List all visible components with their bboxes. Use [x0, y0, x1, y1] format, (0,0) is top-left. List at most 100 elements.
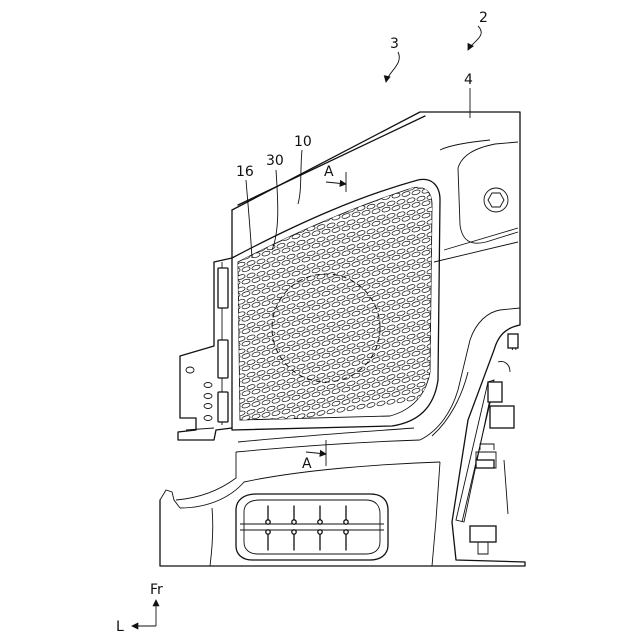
grille-hole	[441, 370, 450, 377]
grille-hole	[396, 335, 405, 342]
grille-hole	[301, 182, 310, 189]
section-mark-upper: A	[324, 164, 334, 180]
grille-hole	[241, 291, 250, 298]
grille-hole	[261, 412, 270, 419]
grille-hole	[301, 318, 310, 325]
grille-hole	[391, 205, 400, 212]
grille-hole	[256, 258, 265, 265]
grille-hole	[356, 379, 365, 386]
grille-hole	[436, 267, 445, 274]
grille-hole	[406, 358, 415, 365]
grille-hole	[391, 267, 400, 274]
grille-hole	[356, 304, 365, 311]
grille-hole	[341, 300, 350, 307]
grille-hole	[291, 184, 300, 191]
grille-hole	[351, 162, 360, 169]
grille-hole	[371, 282, 380, 289]
grille-hole	[376, 351, 385, 358]
grille-hole	[346, 318, 355, 325]
grille-hole	[381, 368, 390, 375]
grille-hole	[426, 206, 435, 213]
grille-hole	[416, 257, 425, 264]
grille-hole	[386, 299, 395, 306]
grille-hole	[251, 302, 260, 309]
grille-hole	[306, 362, 315, 369]
grille-hole	[236, 373, 245, 380]
grille-hole	[421, 225, 430, 232]
grille-hole	[371, 357, 380, 364]
grille-hole	[246, 309, 255, 316]
grille-hole	[421, 349, 430, 356]
grille-hole	[436, 391, 445, 398]
grille-hole	[336, 283, 345, 290]
grille-hole	[321, 228, 330, 235]
grille-hole	[371, 220, 380, 227]
grille-hole	[396, 236, 405, 243]
grille-hole	[241, 353, 250, 360]
grille-hole	[421, 361, 430, 368]
grille-hole	[401, 377, 410, 384]
reference-16: 16	[236, 164, 254, 180]
grille-hole	[441, 184, 450, 191]
grille-hole	[366, 179, 375, 186]
grille-hole	[321, 365, 330, 372]
grille-hole	[271, 199, 280, 206]
grille-hole	[411, 264, 420, 271]
grille-hole	[311, 205, 320, 212]
grille-hole	[236, 423, 245, 430]
grille-hole	[296, 239, 305, 246]
grille-hole	[281, 260, 290, 267]
grille-hole	[256, 184, 265, 191]
grille-hole	[236, 187, 245, 194]
grille-hole	[311, 230, 320, 237]
grille-hole	[356, 242, 365, 249]
grille-hole	[356, 354, 365, 361]
grille-hole	[286, 291, 295, 298]
grille-hole	[301, 368, 310, 375]
grille-hole	[326, 197, 335, 204]
orientation-left-label: L	[116, 619, 124, 635]
grille-hole	[356, 317, 365, 324]
grille-hole	[361, 396, 370, 403]
grille-hole	[341, 250, 350, 257]
grille-hole	[406, 271, 415, 278]
grille-hole	[271, 249, 280, 256]
grille-hole	[351, 211, 360, 218]
grille-hole	[436, 229, 445, 236]
grille-hole	[261, 275, 270, 282]
grille-hole	[291, 407, 300, 414]
grille-hole	[256, 407, 265, 414]
grille-hole	[261, 300, 270, 307]
grille-hole	[311, 292, 320, 299]
grille-hole	[306, 263, 315, 270]
grille-hole	[286, 415, 295, 422]
grille-hole	[261, 399, 270, 406]
vent-slot-end	[292, 530, 296, 534]
grille-hole	[411, 363, 420, 370]
grille-hole	[401, 290, 410, 297]
grille-hole	[381, 244, 390, 251]
grille-hole	[356, 180, 365, 187]
section-mark-lower: A	[302, 456, 312, 472]
grille-hole	[416, 307, 425, 314]
grille-hole	[271, 360, 280, 367]
grille-hole	[336, 407, 345, 414]
grille-hole	[271, 298, 280, 305]
grille-hole	[386, 386, 395, 393]
grille-hole	[416, 233, 425, 240]
grille-hole	[441, 172, 450, 179]
grille-hole	[421, 163, 430, 170]
grille-hole	[431, 174, 440, 181]
grille-hole	[266, 356, 275, 363]
grille-hole	[311, 317, 320, 324]
grille-hole	[241, 192, 250, 199]
grille-hole	[376, 363, 385, 370]
grille-hole	[281, 384, 290, 391]
grille-hole	[321, 278, 330, 285]
grille-hole	[341, 399, 350, 406]
grille-hole	[251, 376, 260, 383]
grille-hole	[386, 262, 395, 269]
grille-hole	[296, 388, 305, 395]
grille-hole	[361, 346, 370, 353]
